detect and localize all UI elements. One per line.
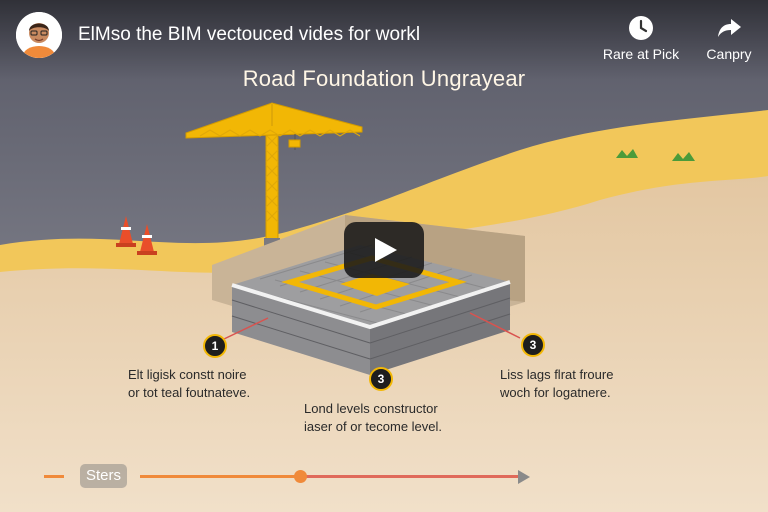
traffic-cone <box>137 224 157 255</box>
watch-later-label: Rare at Pick <box>602 46 680 62</box>
shrub <box>616 149 638 158</box>
player-controls: Sters <box>40 462 540 490</box>
callout-line: or tot teal foutnateve. <box>128 385 251 400</box>
play-button[interactable] <box>344 222 424 278</box>
callout-text: Elt ligisk constt noire or tot teal fout… <box>128 366 250 402</box>
shrub <box>672 152 695 161</box>
play-icon <box>375 238 397 262</box>
traffic-cone <box>116 216 136 247</box>
callout-leader <box>469 312 521 339</box>
video-heading: Road Foundation Ungrayear <box>242 66 526 91</box>
callout-text: Liss lags flrat froure woch for logatner… <box>500 366 613 402</box>
share-icon <box>718 19 741 37</box>
progress-fill <box>140 475 300 478</box>
callout-line: iaser of or tecome level. <box>304 419 443 434</box>
callout-line: Elt ligisk constt noire <box>128 367 247 382</box>
clock-icon <box>629 16 653 40</box>
callout-number: 3 <box>369 367 393 391</box>
chapter-label[interactable]: Sters <box>80 464 128 488</box>
progress-end-arrow-icon <box>518 470 530 484</box>
elapsed-marker <box>44 475 64 478</box>
channel-avatar[interactable] <box>16 12 62 58</box>
callout-text: Lond levels constructor iaser of or teco… <box>304 400 442 436</box>
callout-line: Liss lags flrat froure <box>500 367 614 382</box>
video-title[interactable]: ElMso the BIM vectouced vides for workl <box>78 24 421 45</box>
share-label: Canpry <box>706 46 752 62</box>
callout-line: Lond levels constructor <box>304 401 438 416</box>
callout-number: 3 <box>521 333 545 357</box>
callout-number: 1 <box>203 334 227 358</box>
presenter-avatar-icon <box>16 12 62 58</box>
watch-later-button[interactable]: Rare at Pick <box>598 14 684 62</box>
scrubber-handle[interactable] <box>293 470 307 483</box>
foundation-slab <box>231 244 511 375</box>
share-button[interactable]: Canpry <box>686 14 768 62</box>
progress-bar[interactable] <box>140 470 520 483</box>
top-bar <box>0 0 768 80</box>
callout-line: woch for logatnere. <box>500 385 611 400</box>
callout-leader <box>223 317 269 340</box>
